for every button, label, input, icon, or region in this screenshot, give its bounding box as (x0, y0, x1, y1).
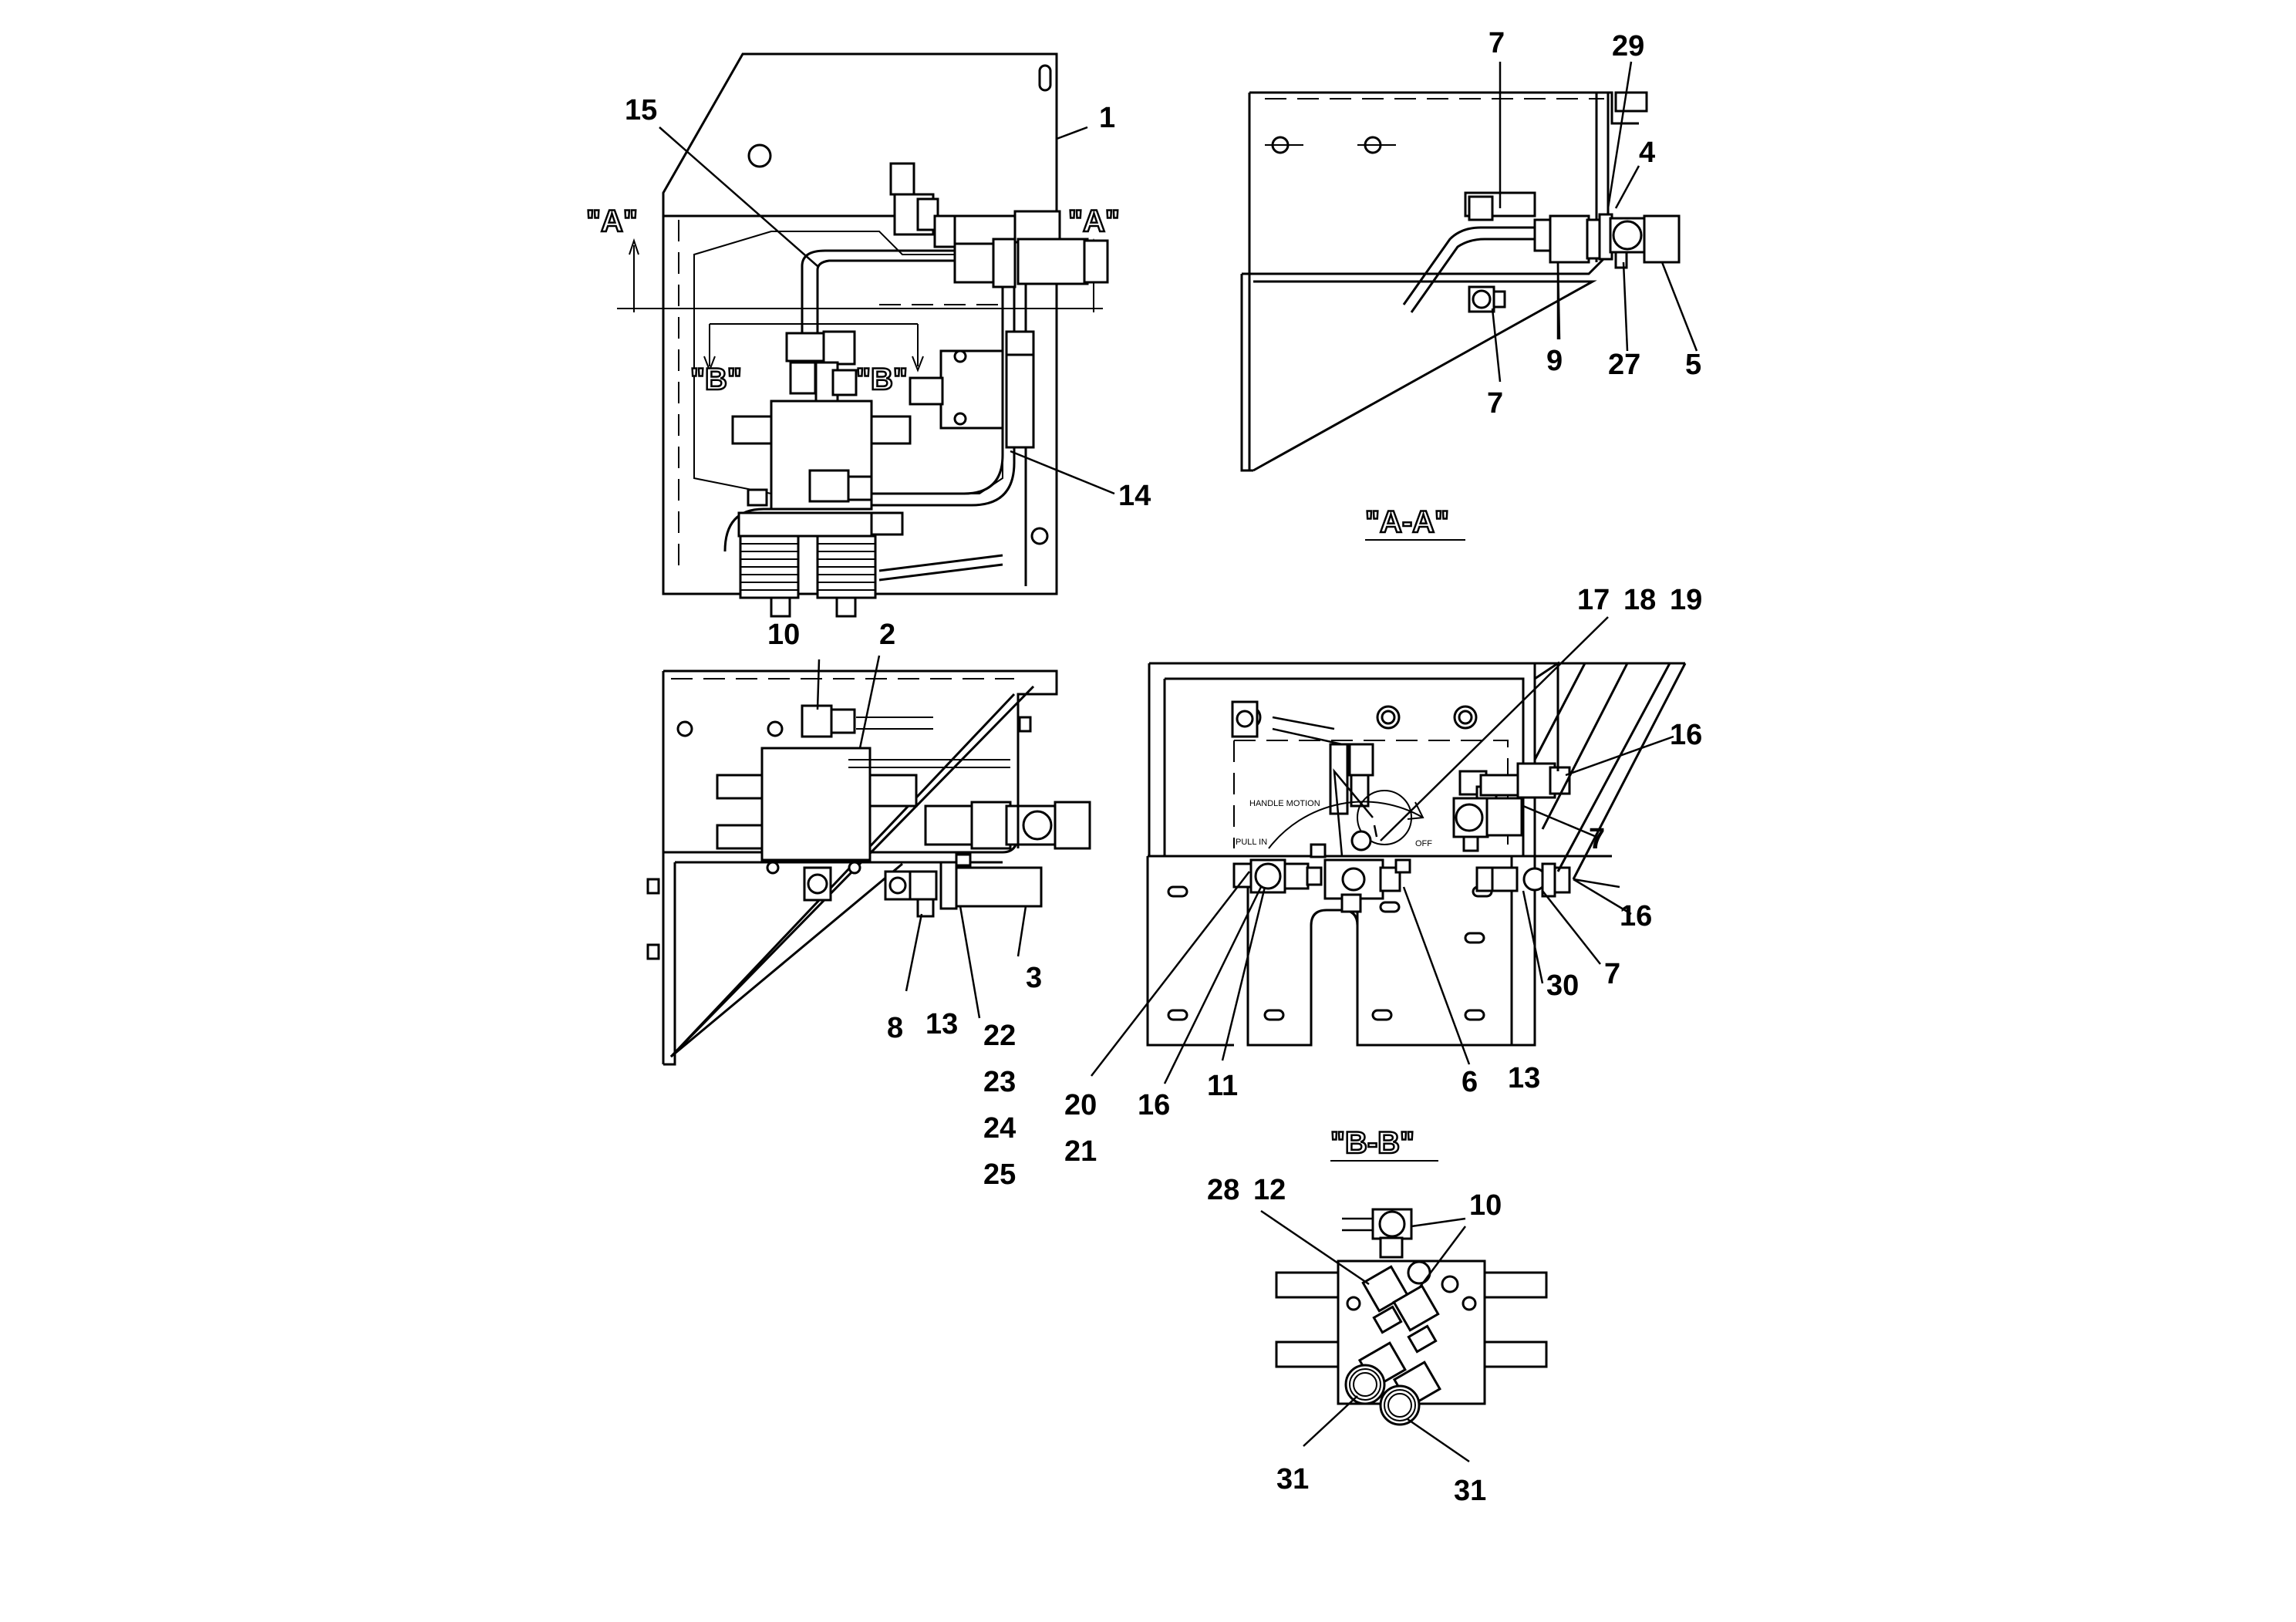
view-b-b (1275, 1208, 1548, 1426)
callout-16-lower: 16 (1620, 900, 1652, 932)
callout-22: 22 (983, 1020, 1016, 1052)
callout-21: 21 (1064, 1135, 1097, 1168)
callout-1: 1 (1099, 102, 1115, 134)
callout-30: 30 (1546, 969, 1579, 1002)
callout-16-bottom: 16 (1138, 1089, 1170, 1121)
callout-8: 8 (887, 1012, 903, 1044)
callout-7-aa-bottom: 7 (1487, 387, 1503, 420)
section-a-right-label: "A" (1068, 204, 1120, 238)
callout-20: 20 (1064, 1089, 1097, 1121)
callout-17: 17 (1577, 584, 1610, 616)
callout-23: 23 (983, 1066, 1016, 1098)
callout-13-left: 13 (925, 1008, 958, 1040)
section-b-right-label: "B" (856, 363, 908, 396)
view-bb-title: "B-B" (1330, 1126, 1414, 1160)
callout-5: 5 (1685, 349, 1701, 381)
cooler-fins (739, 534, 877, 599)
off-text: OFF (1415, 839, 1432, 848)
callout-14: 14 (1118, 480, 1151, 512)
callout-16-upper: 16 (1670, 719, 1702, 751)
callout-7-right-lower: 7 (1604, 958, 1620, 990)
handle-motion-text: HANDLE MOTION (1249, 799, 1320, 808)
callout-6: 6 (1462, 1066, 1478, 1098)
callout-7-aa-top: 7 (1489, 27, 1505, 59)
pull-in-text: PULL IN (1236, 838, 1267, 847)
callout-31-left: 31 (1276, 1463, 1309, 1496)
section-labels: "A" "A" "B" "B" "A-A" "B-B" (585, 204, 1465, 1162)
callout-3: 3 (1026, 962, 1042, 994)
callout-12: 12 (1253, 1174, 1286, 1206)
front-view (617, 52, 1109, 618)
callout-24: 24 (983, 1112, 1016, 1145)
section-b-left-label: "B" (690, 363, 742, 396)
leader-lines (659, 61, 1698, 1463)
section-a-left-label: "A" (586, 204, 638, 238)
callout-numbers: 15 1 14 7 29 4 9 27 5 7 10 2 3 8 13 22 2… (625, 27, 1702, 1507)
callout-28: 28 (1207, 1174, 1239, 1206)
threaded-fittings (1344, 1364, 1421, 1426)
view-aa-title: "A-A" (1365, 505, 1449, 539)
callout-31-right: 31 (1454, 1475, 1486, 1507)
callout-10-bb: 10 (1469, 1189, 1502, 1222)
callout-13-right: 13 (1508, 1062, 1540, 1094)
callout-2: 2 (879, 619, 895, 651)
side-view-left (646, 669, 1091, 1066)
callout-15: 15 (625, 94, 657, 126)
callout-19: 19 (1670, 584, 1702, 616)
callout-11: 11 (1207, 1070, 1238, 1102)
callout-27: 27 (1608, 349, 1640, 381)
callout-10-left: 10 (767, 619, 800, 651)
callout-9: 9 (1546, 345, 1563, 377)
view-a-a (1240, 91, 1681, 472)
callout-18: 18 (1623, 584, 1656, 616)
callout-4: 4 (1639, 137, 1655, 169)
callout-25: 25 (983, 1158, 1016, 1191)
callout-7-right-upper: 7 (1589, 823, 1605, 855)
callout-29: 29 (1612, 30, 1644, 62)
side-view-right: HANDLE MOTION PULL IN OFF (1146, 661, 1687, 1047)
